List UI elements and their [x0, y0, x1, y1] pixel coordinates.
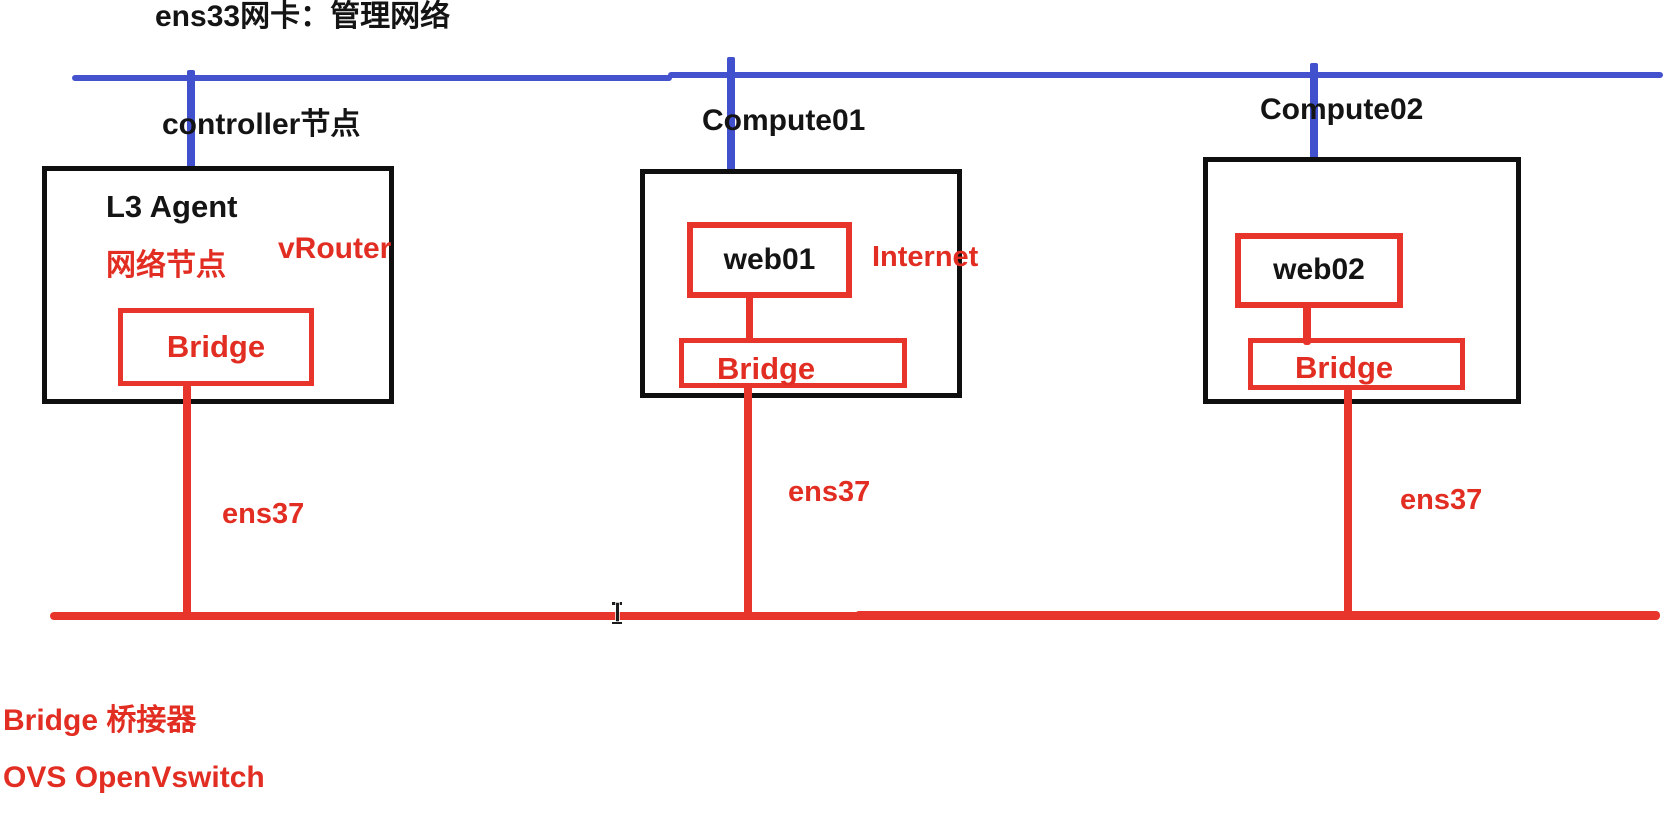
management-network-line — [668, 71, 1663, 78]
ibeam-stem — [616, 603, 619, 623]
web02-vm-label: web02 — [1273, 253, 1365, 287]
compute01-bridge-label: Bridge — [717, 351, 816, 386]
internet-annotation: Internet — [872, 241, 979, 273]
management-network-line — [72, 75, 672, 81]
management-network-title: ens33网卡：管理网络 — [155, 0, 451, 33]
l3-agent-label: L3 Agent — [106, 189, 238, 224]
compute01-nic-label: ens37 — [788, 476, 871, 508]
legend-bridge-definition: Bridge 桥接器 — [3, 704, 197, 737]
legend-ovs-definition: OVS OpenVswitch — [3, 761, 265, 794]
ibeam-text-cursor — [610, 602, 624, 624]
compute02-ens37-line — [1344, 388, 1352, 618]
web02-vm-box: web02 — [1235, 233, 1403, 308]
controller-node-label: controller节点 — [162, 108, 361, 141]
compute02-nic-label: ens37 — [1400, 484, 1483, 516]
ibeam-bottom-serif — [612, 621, 622, 624]
web02-bridge-connector — [1303, 305, 1311, 345]
vrouter-annotation: vRouter — [278, 232, 392, 265]
compute02-node-label: Compute02 — [1260, 93, 1424, 126]
compute02-uplink-line — [1310, 63, 1318, 161]
compute01-bridge-box: Bridge — [679, 338, 907, 388]
provider-network-line — [50, 612, 862, 620]
web01-vm-box: web01 — [687, 222, 852, 298]
controller-ens37-line — [183, 384, 191, 616]
web01-vm-label: web01 — [723, 242, 816, 276]
compute01-ens37-line — [744, 384, 752, 618]
compute01-node-box: web01 Internet Bridge — [640, 169, 978, 398]
controller-bridge-box: Bridge — [118, 308, 314, 386]
web01-bridge-connector — [746, 294, 753, 342]
compute01-node-label: Compute01 — [702, 104, 866, 137]
controller-node-box: L3 Agent 网络节点 vRouter Bridge — [42, 166, 394, 404]
compute01-uplink-line — [727, 57, 735, 171]
controller-bridge-label: Bridge — [166, 329, 266, 365]
controller-uplink-line — [187, 70, 195, 168]
network-node-role-label: 网络节点 — [106, 249, 226, 282]
compute02-bridge-label: Bridge — [1295, 350, 1394, 385]
controller-nic-label: ens37 — [222, 498, 305, 530]
compute02-bridge-box: Bridge — [1248, 338, 1465, 390]
provider-network-line — [855, 610, 1660, 620]
compute02-node-box: web02 Bridge — [1203, 157, 1521, 404]
